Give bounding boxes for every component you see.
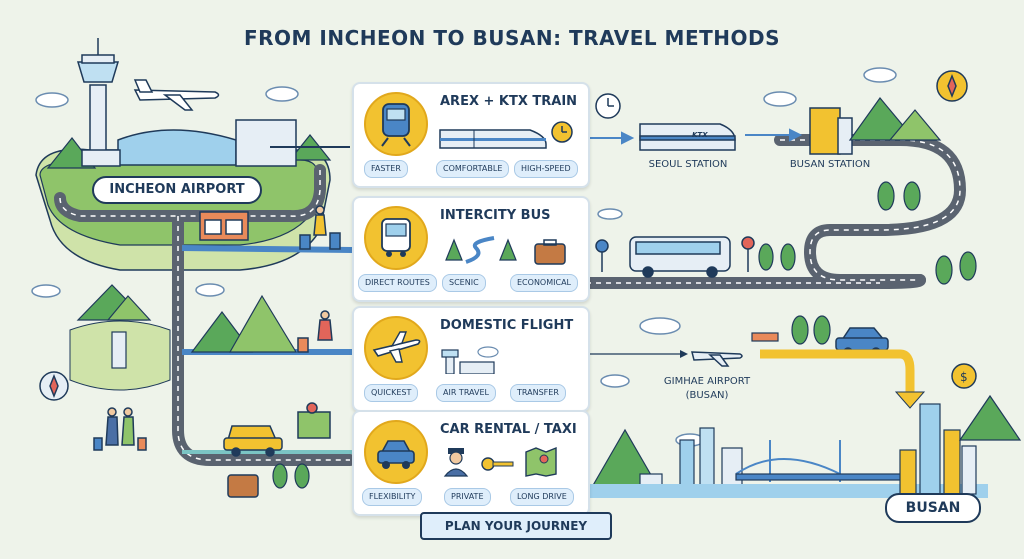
busan-station-building-icon xyxy=(809,107,853,155)
card-arex-ktx-train[interactable]: AREX + KTX TRAIN FASTER COMFORTABLE HIGH… xyxy=(352,82,590,188)
label-gimhae-airport: GIMHAE AIRPORT xyxy=(663,376,751,387)
bus-stop-sign-icon xyxy=(595,236,755,272)
label-gimhae-airport-sub: (BUSAN) xyxy=(685,390,729,401)
chip-faster: FASTER xyxy=(364,160,408,178)
chip-air-travel: AIR TRAVEL xyxy=(436,384,496,402)
travelers-group-icon xyxy=(93,407,147,451)
airplane-icon xyxy=(691,351,743,367)
page-title: FROM INCHEON TO BUSAN: TRAVEL METHODS xyxy=(243,26,781,50)
compass-icon xyxy=(39,371,69,401)
traveler-icon xyxy=(297,310,333,353)
chip-high-speed: HIGH-SPEED xyxy=(514,160,578,178)
card-title: CAR RENTAL / TAXI xyxy=(440,422,577,437)
coin-icon: $ xyxy=(951,363,977,389)
intercity-bus-icon xyxy=(629,236,731,278)
chip-quickest: QUICKEST xyxy=(364,384,419,402)
key-icon xyxy=(481,457,514,471)
chip-economical: ECONOMICAL xyxy=(510,274,578,292)
card-title: AREX + KTX TRAIN xyxy=(440,94,578,109)
taxi-icon xyxy=(223,425,283,457)
terminal-building-icon xyxy=(81,119,297,167)
train-icon xyxy=(364,92,428,156)
card-car-rental-taxi[interactable]: CAR RENTAL / TAXI FLEXIBILITY PRIVATE LO… xyxy=(352,410,590,516)
compass-icon xyxy=(936,70,968,102)
label-busan-station: BUSAN STATION xyxy=(789,159,871,170)
suitcase-icon xyxy=(534,239,566,265)
chip-long-drive: LONG DRIVE xyxy=(510,488,574,506)
high-speed-train-icon xyxy=(439,129,547,149)
ktx-train-icon xyxy=(639,123,736,151)
ktx-logo: KTX xyxy=(692,131,708,139)
traveler-icon xyxy=(299,205,341,250)
map-icon xyxy=(525,446,557,477)
suitcase-icon xyxy=(227,474,259,498)
clock-icon xyxy=(595,93,621,119)
map-icon xyxy=(297,402,331,439)
card-title: DOMESTIC FLIGHT xyxy=(440,318,574,333)
car-icon xyxy=(364,420,428,484)
card-title: INTERCITY BUS xyxy=(440,208,551,223)
airplane-icon xyxy=(364,316,428,380)
clock-icon xyxy=(551,121,573,143)
label-seoul-station: SEOUL STATION xyxy=(648,159,728,170)
chip-transfer: TRANSFER xyxy=(510,384,566,402)
chip-direct-routes: DIRECT ROUTES xyxy=(358,274,437,292)
plan-your-journey-banner[interactable]: PLAN YOUR JOURNEY xyxy=(420,512,612,540)
control-tower-icon xyxy=(76,38,120,156)
label-busan: BUSAN xyxy=(885,493,981,523)
bus-icon xyxy=(364,206,428,270)
airplane-icon xyxy=(133,79,220,111)
chip-private: PRIVATE xyxy=(444,488,491,506)
chip-scenic: SCENIC xyxy=(442,274,486,292)
control-tower-icon xyxy=(441,346,499,374)
bus-stop-building-icon xyxy=(199,211,249,241)
card-intercity-bus[interactable]: INTERCITY BUS DIRECT ROUTES SCENIC ECONO… xyxy=(352,196,590,302)
busan-skyline-illustration xyxy=(586,394,1022,498)
svg-text:$: $ xyxy=(960,370,968,384)
scenic-road-icon xyxy=(445,236,517,264)
driver-icon xyxy=(443,448,469,477)
chip-flexibility: FLEXIBILITY xyxy=(362,488,423,506)
card-domestic-flight[interactable]: DOMESTIC FLIGHT QUICKEST AIR TRAVEL TRAN… xyxy=(352,306,590,412)
label-incheon-airport: INCHEON AIRPORT xyxy=(92,176,262,204)
chip-comfortable: COMFORTABLE xyxy=(436,160,510,178)
